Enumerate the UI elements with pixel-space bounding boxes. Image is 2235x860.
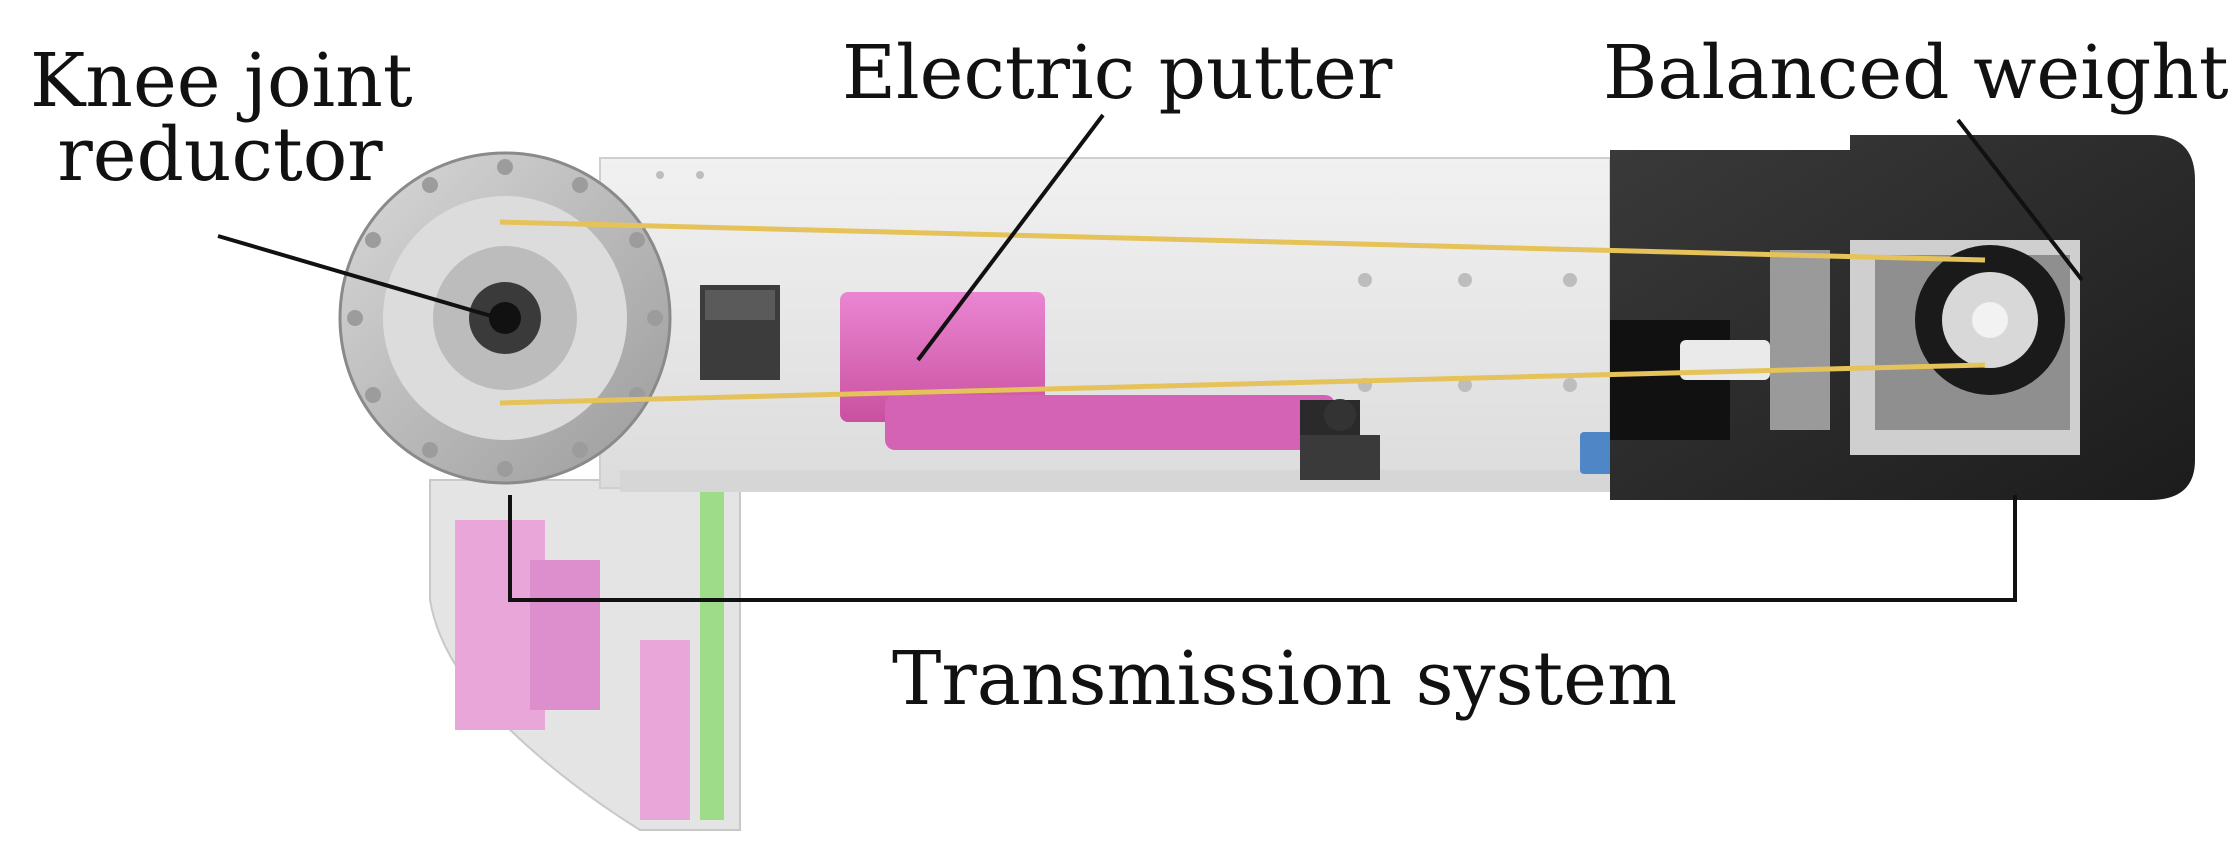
label-knee-line1: Knee joint [30,38,413,124]
label-balanced-weight: Balanced weight [1603,30,2229,116]
lower-leg-green-rail [700,490,724,820]
leader-electric-putter [916,113,1105,362]
leader-knee-reductor [217,234,499,320]
lower-leg-assembly [429,479,741,831]
label-transmission-system: Transmission system [892,636,1678,722]
transmission-bracket [508,495,2017,602]
label-knee-joint-reductor: Knee joint reductor [30,38,413,198]
frame-bottom-rail [620,470,1900,492]
balanced-weight-housing [1610,135,2195,500]
transmission-belt [499,219,1986,406]
label-knee-line2: reductor [57,112,383,198]
label-electric-putter: Electric putter [842,30,1393,116]
leader-lines [217,113,2084,362]
knee-reducer-disk [338,151,672,485]
leader-balanced-weight [1956,118,2084,282]
